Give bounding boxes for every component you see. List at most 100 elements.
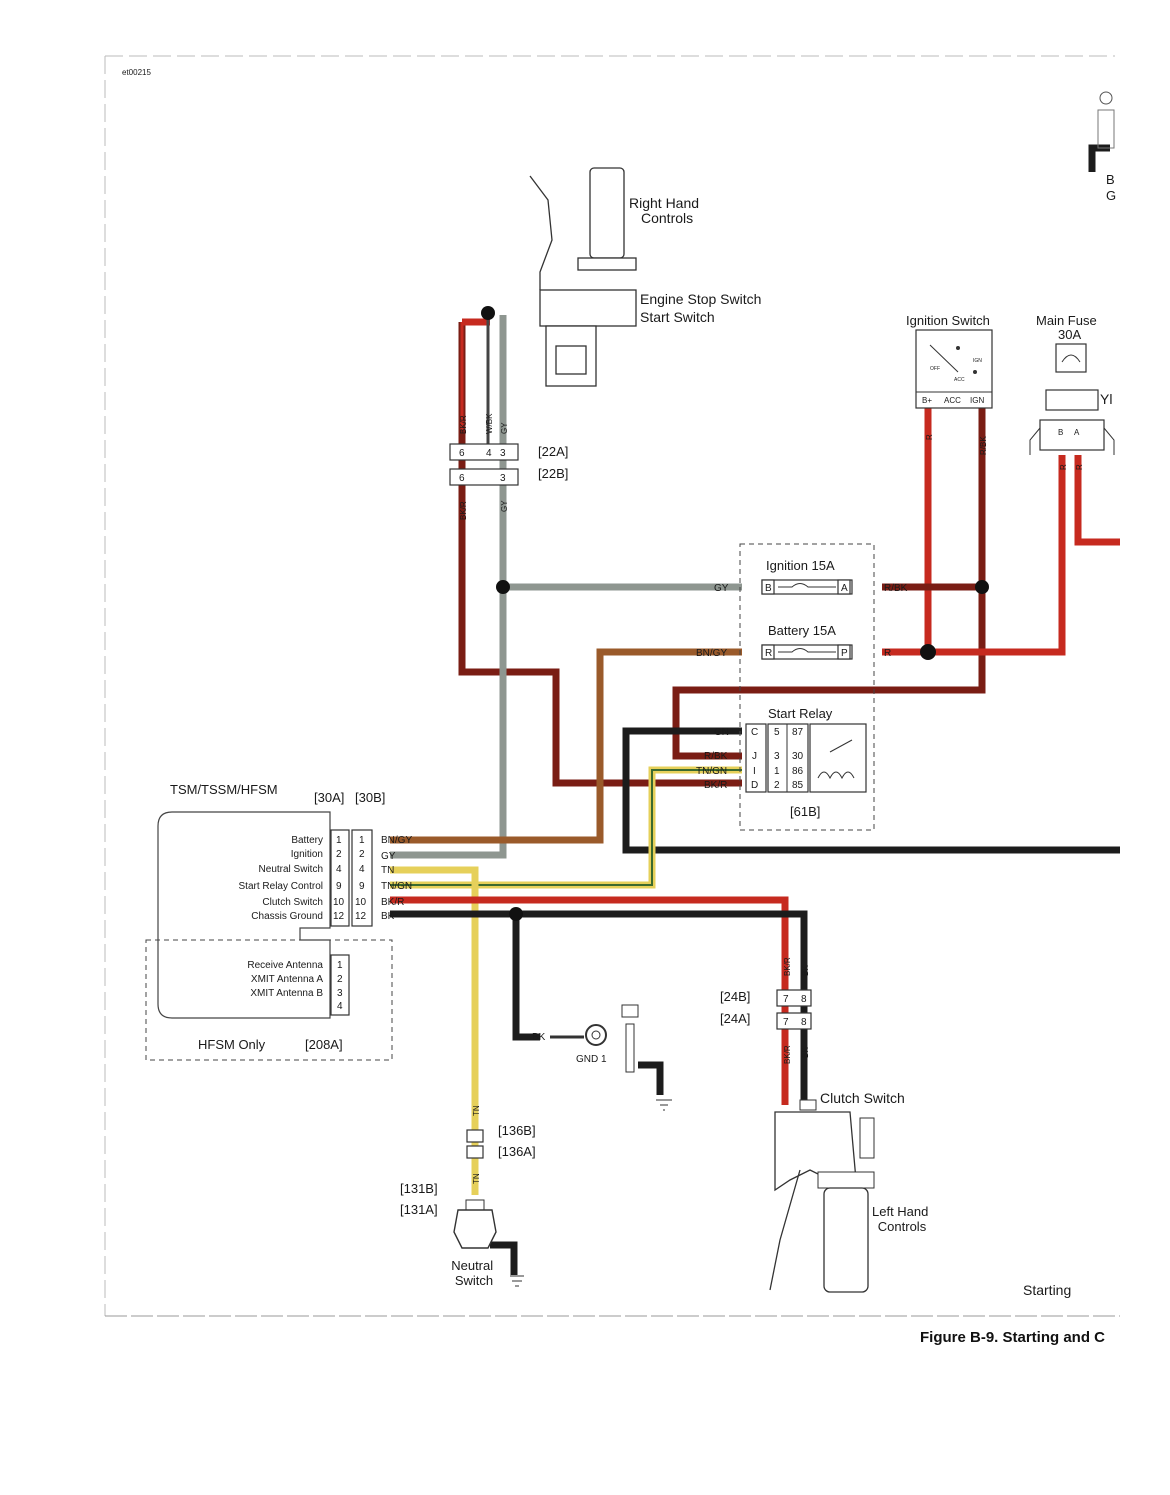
svg-text:Receive Antenna: Receive Antenna: [247, 960, 323, 971]
connector-24: 7 8 7 8: [776, 989, 812, 1030]
module-hfsm-column: [330, 954, 350, 1016]
wire-bngy: [390, 648, 742, 844]
svg-text:BK: BK: [381, 911, 395, 922]
wire-label-tn-136top: TN: [472, 1105, 481, 1116]
relay-term-86: 86: [792, 766, 804, 777]
module-wire-labels: BN/GY GY TN TN/GN BK/R BK: [381, 835, 412, 922]
left-hand-controls-label: Left Hand Controls: [872, 1204, 932, 1234]
svg-text:BK/R: BK/R: [381, 897, 404, 908]
wire-bk-gnd: [512, 914, 540, 1041]
ground-label: GND 1: [576, 1054, 607, 1065]
svg-text:TN/GN: TN/GN: [381, 881, 412, 892]
module-pin-numbers-a: 1 2 4 9 10 12: [333, 835, 345, 922]
svg-text:12: 12: [355, 911, 367, 922]
wire-label-gy-22bot: GY: [500, 500, 509, 512]
module-pin-column-b: [351, 829, 373, 927]
ignition-fuse-title: Ignition 15A: [766, 558, 835, 573]
svg-text:4: 4: [359, 864, 365, 875]
start-relay-title: Start Relay: [768, 706, 833, 721]
wire-bkr-clutch: [390, 896, 789, 1105]
neutral-switch-label: Neutral Switch: [451, 1258, 497, 1288]
svg-text:Start Relay Control: Start Relay Control: [239, 881, 323, 892]
wire-label-gy-fuse: GY: [714, 583, 729, 594]
relay-pin-j: J: [752, 751, 757, 762]
ignition-fuse-drawing: [761, 579, 853, 595]
wire-label-r-main1: R: [1059, 464, 1068, 470]
splice-dot-r: [920, 644, 936, 660]
section-label: Starting: [1023, 1282, 1071, 1298]
battery-fuse-drawing: [761, 644, 853, 660]
wire-label-bngy-fuse: BN/GY: [696, 648, 727, 659]
relay-num-2: 2: [774, 780, 780, 791]
wire-label-bk-24bot: BK: [801, 1047, 810, 1058]
engine-stop-switch-label: Engine Stop Switch: [640, 291, 761, 307]
wire-label-gy-22top: GY: [500, 422, 509, 434]
wire-gn: [622, 727, 1120, 854]
connector-136: [466, 1129, 484, 1159]
relay-wire-tngn: TN/GN: [696, 766, 727, 777]
wire-label-rbk-fuse: R/BK: [884, 583, 908, 594]
wire-fragment-top: [1088, 144, 1110, 172]
relay-pin-c: C: [751, 727, 758, 738]
relay-term-87: 87: [792, 727, 804, 738]
svg-text:6: 6: [459, 473, 465, 484]
splice-dot-rbk: [975, 580, 989, 594]
battery-fuse-title: Battery 15A: [768, 623, 836, 638]
module-pin-column-a: [330, 829, 350, 927]
wire-label-r-ign: R: [925, 434, 934, 440]
connector-131b-label: [131B]: [400, 1181, 438, 1196]
svg-text:1: 1: [336, 835, 342, 846]
wire-label-bkr-24top: BK/R: [783, 957, 792, 976]
svg-text:GY: GY: [381, 851, 396, 862]
wire-tn: [390, 866, 479, 1195]
svg-text:2: 2: [359, 849, 365, 860]
module-connector-30a: [30A]: [314, 790, 344, 805]
svg-text:8: 8: [801, 994, 807, 1005]
svg-text:7: 7: [783, 1017, 789, 1028]
relay-pin-d: D: [751, 780, 758, 791]
svg-text:1: 1: [359, 835, 365, 846]
ground-ring-terminal: [550, 1004, 672, 1111]
svg-text:Clutch Switch: Clutch Switch: [262, 897, 323, 908]
relay-wire-rbk: R/BK: [704, 751, 728, 762]
svg-text:BN/GY: BN/GY: [381, 835, 412, 846]
svg-text:8: 8: [801, 1017, 807, 1028]
start-relay-drawing: [745, 723, 867, 793]
svg-text:XMIT Antenna B: XMIT Antenna B: [250, 988, 323, 999]
edge-fragment-part: [1097, 91, 1115, 149]
svg-text:1: 1: [337, 960, 343, 971]
relay-num-3: 3: [774, 751, 780, 762]
relay-wire-bkr: BK/R: [704, 780, 727, 791]
ign-pos-ign: IGN: [973, 358, 982, 364]
connector-22b-label: [22B]: [538, 466, 568, 481]
battery-fuse-pin-r: R: [765, 648, 772, 659]
svg-text:9: 9: [359, 881, 365, 892]
fuse-relay-block-outline: [739, 543, 875, 831]
svg-text:XMIT Antenna A: XMIT Antenna A: [251, 974, 323, 985]
wire-label-wbk-22top: W/BK: [485, 413, 494, 434]
svg-text:7: 7: [783, 994, 789, 1005]
wire-label-tn-136bot: TN: [472, 1173, 481, 1184]
module-pin-labels: Battery Ignition Neutral Switch Start Re…: [239, 835, 323, 922]
relay-pin-i: I: [753, 766, 756, 777]
svg-text:4: 4: [336, 864, 342, 875]
main-fuse-rating: 30A: [1058, 327, 1081, 342]
connector-22a-label: [22A]: [538, 444, 568, 459]
wire-label-bk-24top: BK: [801, 965, 810, 976]
wire-main-r2: [1074, 455, 1120, 546]
ign-term-ign: IGN: [970, 396, 984, 405]
clutch-switch-label: Clutch Switch: [820, 1090, 905, 1106]
edge-fragment-b: B: [1106, 172, 1115, 187]
wire-label-rbk-ign: R/BK: [979, 436, 988, 455]
figure-caption: Figure B-9. Starting and C: [920, 1329, 1105, 1346]
splice-dot-gy: [496, 580, 510, 594]
svg-text:TN: TN: [381, 865, 394, 876]
connector-24b-label: [24B]: [720, 989, 750, 1004]
battery-fuse-pin-p: P: [841, 648, 848, 659]
wire-gy-main: [390, 315, 507, 859]
ignition-fuse-pin-a: A: [841, 583, 848, 594]
wire-label-r-fuse: R: [884, 648, 891, 659]
wire-label-r-main2: R: [1075, 464, 1084, 470]
edge-fragment-yl: Yl: [1100, 391, 1112, 407]
connector-22: 6 4 3 6 3: [449, 443, 519, 486]
